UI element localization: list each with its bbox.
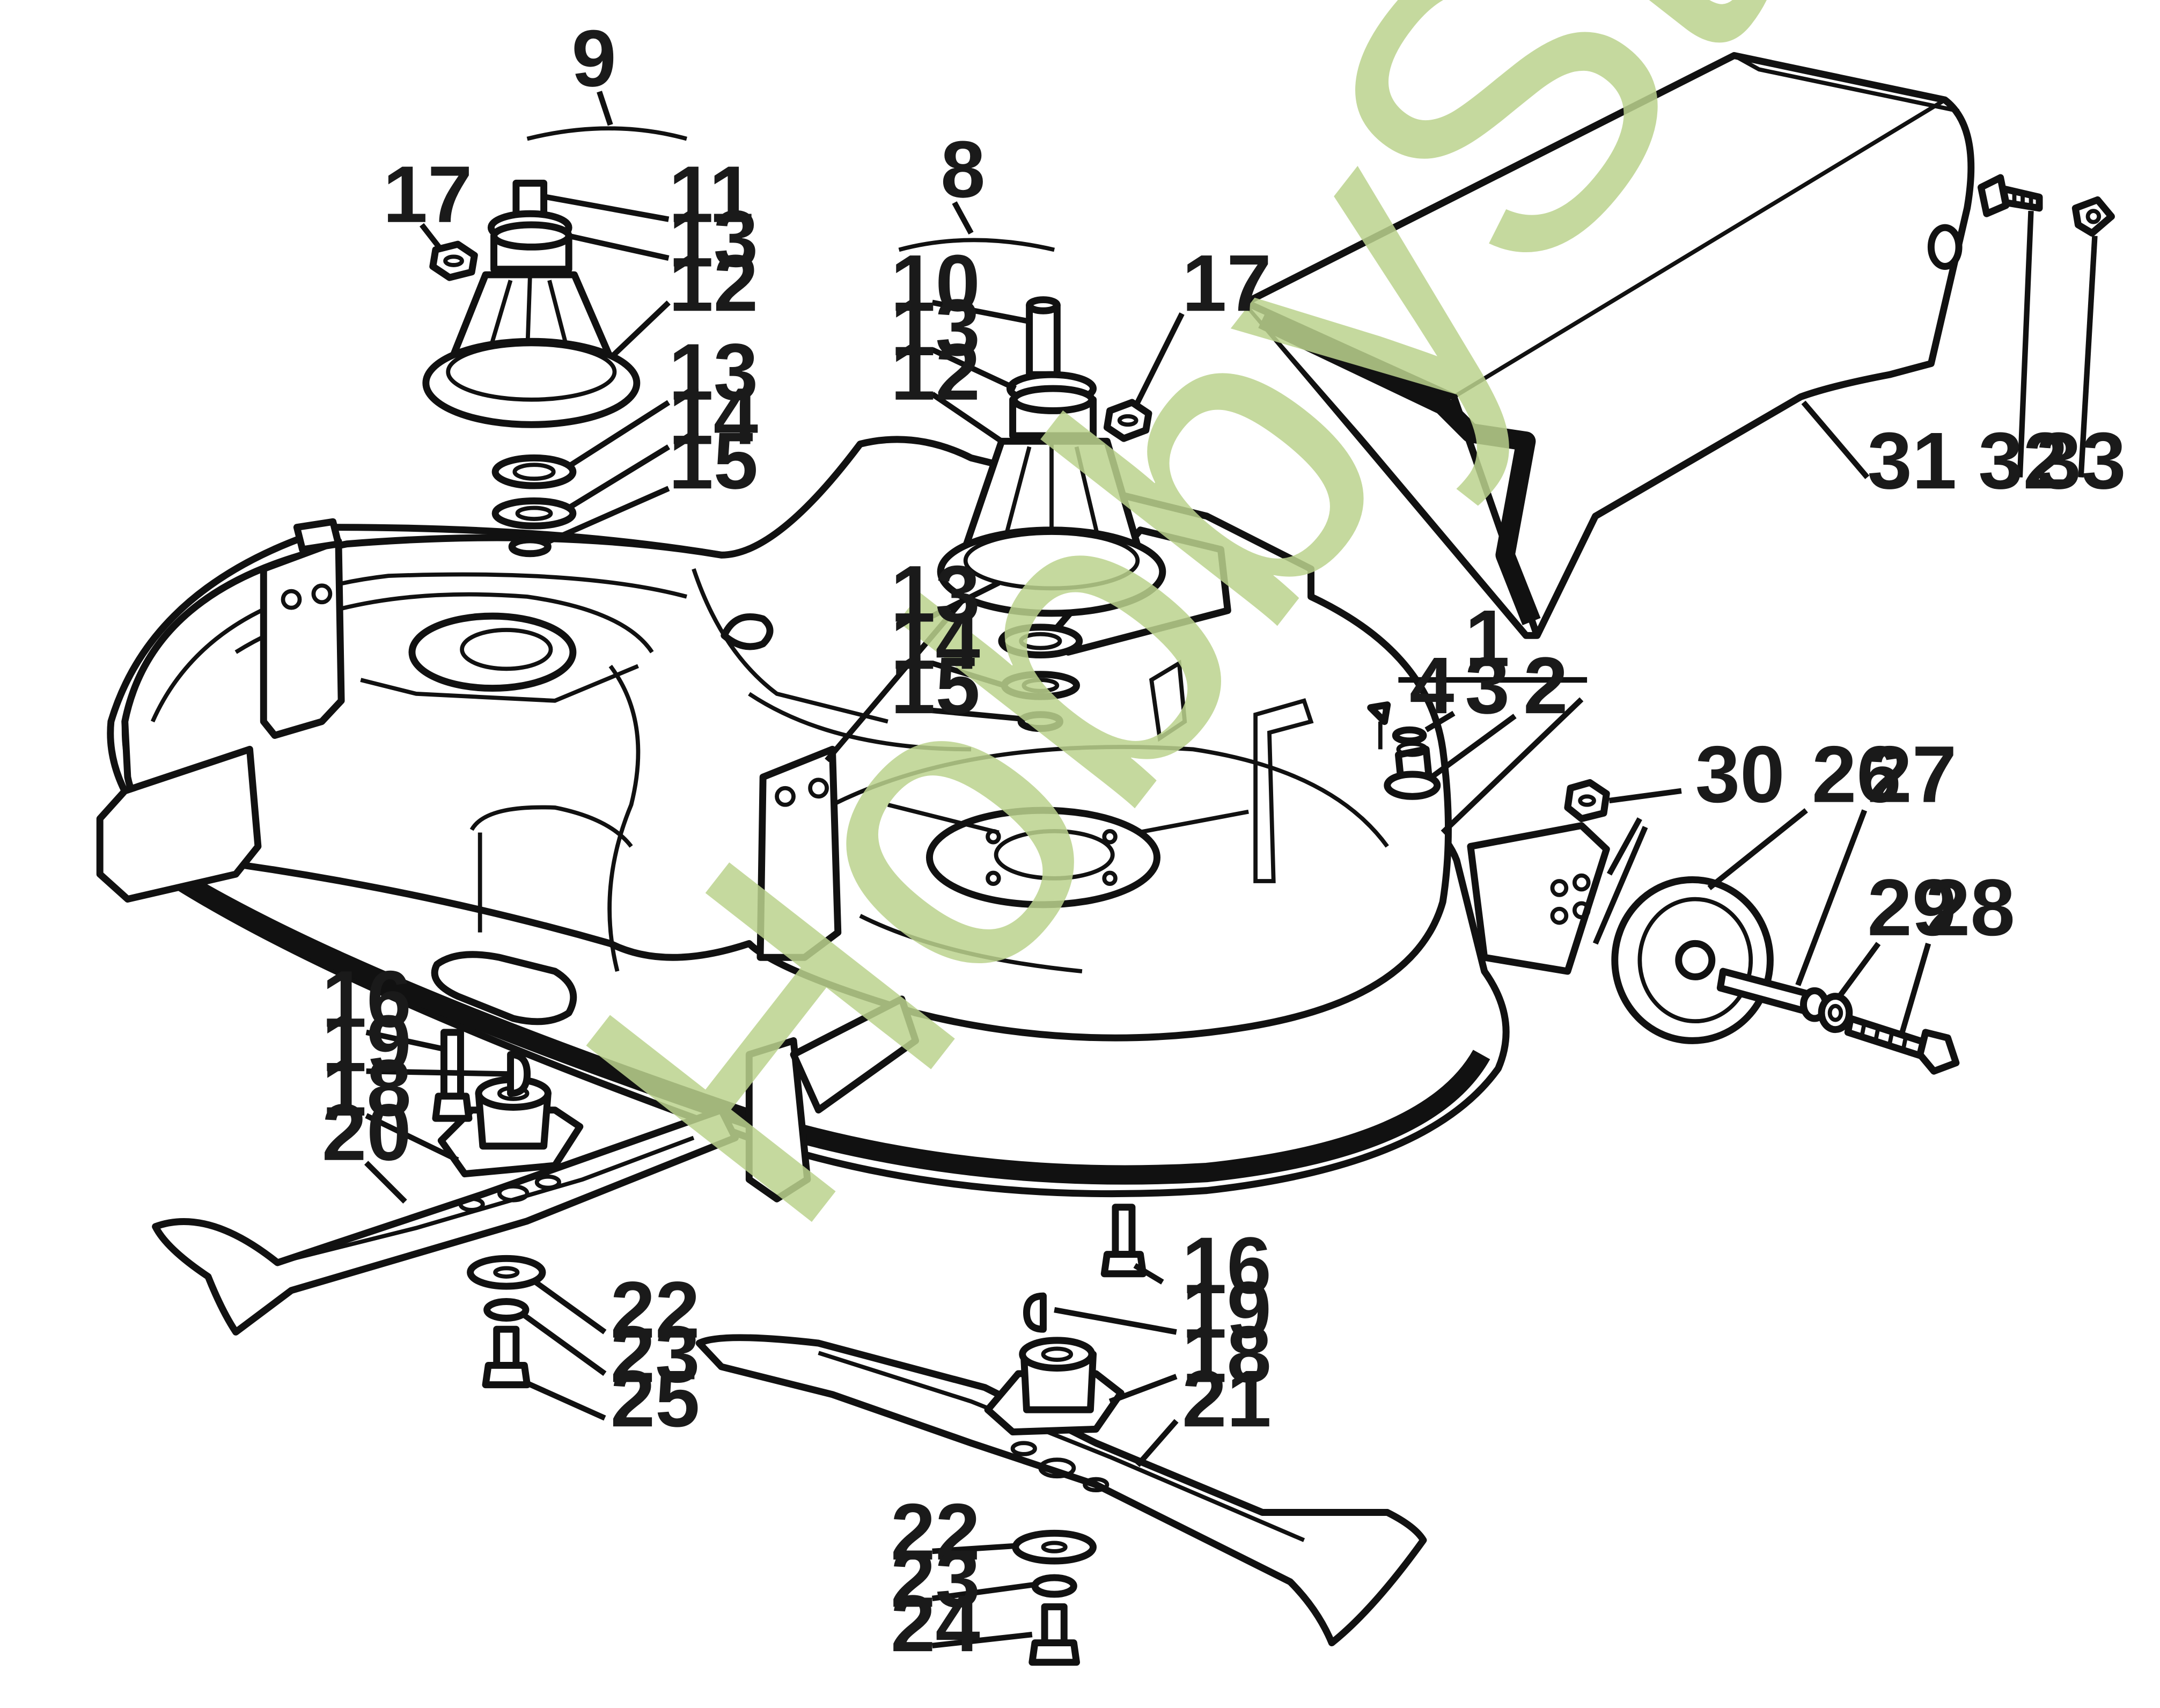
part-label-19-right: 19: [1182, 1265, 1272, 1355]
blade-lockwasher-left: [483, 1298, 530, 1322]
part-label-22-right: 22: [891, 1486, 980, 1577]
blade-washer-right: [1012, 1529, 1097, 1565]
part-label-13-left-bottom: 13: [668, 327, 758, 417]
adjust-ring: [1392, 726, 1427, 745]
part-label-18-right: 18: [1182, 1309, 1272, 1399]
part-label-14-center: 14: [891, 596, 980, 686]
chute-bolt: [1977, 174, 2043, 217]
wheel-nut: [1564, 779, 1610, 823]
part-label-12-left: 12: [668, 238, 758, 328]
part-label-25: 25: [611, 1353, 700, 1443]
chute-nut: [2071, 196, 2115, 237]
part-label-23-left: 23: [611, 1309, 700, 1399]
part-label-18-left: 18: [322, 1043, 412, 1133]
part-label-29: 29: [1867, 862, 1957, 952]
deck-bracket-left: [96, 518, 345, 903]
adjust-knob: [1384, 742, 1441, 800]
spindle-nut-center: [1103, 399, 1152, 442]
part-label-17-left: 17: [383, 149, 473, 239]
spindle-nut-left: [429, 240, 478, 281]
leader-lines: [364, 91, 2098, 1648]
blade-bolt-left: [482, 1325, 531, 1389]
spindle-assembly-left: [422, 126, 687, 558]
part-label-3: 3: [1465, 640, 1510, 730]
part-label-27: 27: [1867, 729, 1957, 819]
part-label-31: 31: [1867, 415, 1957, 505]
part-label-20: 20: [322, 1087, 412, 1177]
blade-washer-left: [467, 1255, 546, 1290]
part-label-32: 32: [1978, 415, 2068, 505]
adjust-pin: [1367, 701, 1391, 750]
part-label-2: 2: [1523, 640, 1568, 730]
part-label-11: 11: [668, 149, 754, 239]
part-label-23-right: 23: [891, 1534, 980, 1624]
part-label-1: 1: [1465, 593, 1510, 683]
blade-lockwasher-right: [1031, 1574, 1077, 1598]
deck-bracket-center: [745, 745, 920, 1203]
spindle-assembly-center: [898, 238, 1166, 732]
wheel-spacer: [1716, 967, 1830, 1022]
part-labels: 9 8 1 17 11 13 12 13 14 15 10 13 12 17 1…: [322, 13, 2126, 1668]
part-label-16-left: 16: [322, 954, 412, 1044]
blade-bolt-right-upper: [1100, 1204, 1147, 1278]
blade-bolt-right: [1028, 1603, 1080, 1666]
part-label-17-center: 17: [1182, 238, 1272, 328]
part-label-15-center: 15: [891, 640, 980, 730]
blade-hub-right: [984, 1337, 1125, 1436]
part-label-8: 8: [941, 124, 985, 214]
part-label-24: 24: [891, 1578, 980, 1668]
part-label-33: 33: [2037, 415, 2126, 505]
part-label-22-left: 22: [611, 1265, 700, 1355]
part-label-12-center: 12: [891, 327, 980, 417]
blade-hub-left: [437, 1076, 584, 1178]
part-label-9: 9: [571, 13, 616, 103]
part-label-14-left: 14: [668, 371, 758, 461]
part-label-30: 30: [1695, 729, 1785, 819]
part-label-13-center-top: 13: [891, 282, 980, 372]
part-label-19-left: 19: [322, 998, 412, 1088]
part-label-4: 4: [1409, 640, 1454, 730]
wheel-washer: [1818, 993, 1853, 1033]
part-label-13-center-bottom: 13: [891, 548, 980, 639]
blade-key-left: [507, 1051, 531, 1097]
part-label-16-right: 16: [1182, 1220, 1272, 1310]
blade-left: [152, 1106, 739, 1336]
part-label-13-left-top: 13: [668, 194, 758, 284]
gauge-wheel: [1611, 876, 1774, 1044]
part-label-28: 28: [1926, 862, 2015, 952]
part-label-15-left: 15: [668, 415, 758, 505]
part-label-21: 21: [1182, 1353, 1272, 1443]
blade-key-right: [1023, 1292, 1047, 1333]
part-label-26: 26: [1812, 729, 1901, 819]
part-label-10: 10: [891, 238, 980, 328]
discharge-chute: [1242, 52, 1975, 639]
